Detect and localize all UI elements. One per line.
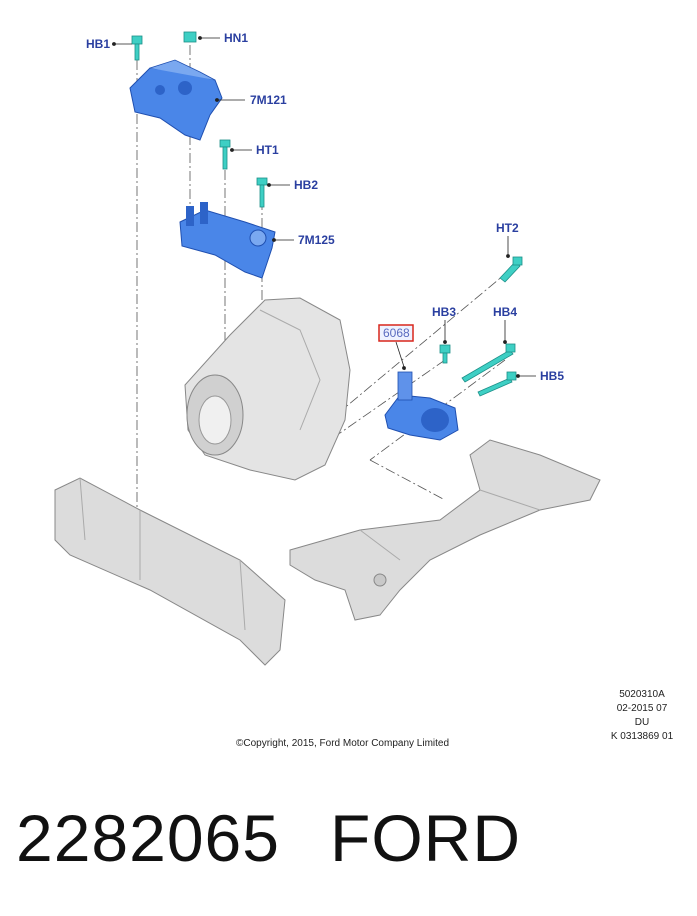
transmission-housing bbox=[184, 297, 351, 481]
diagram-ref: K 0313869 01 bbox=[610, 731, 674, 742]
highlight-box bbox=[378, 324, 414, 342]
callout-hn1: HN1 bbox=[224, 31, 248, 45]
bolt-ht2 bbox=[499, 256, 523, 283]
rear-mount-6068 bbox=[384, 371, 459, 441]
callout-ht1: HT1 bbox=[256, 143, 279, 157]
callout-hb5: HB5 bbox=[540, 369, 564, 383]
bolt-hb4 bbox=[461, 343, 516, 383]
callout-hb4: HB4 bbox=[493, 305, 517, 319]
nut-hn1 bbox=[183, 31, 197, 43]
exploded-parts-diagram: HB1 HN1 7M121 HT1 HB2 7M125 HT2 HB3 HB4 … bbox=[54, 31, 601, 666]
frame-rail bbox=[54, 477, 286, 666]
diagram-lang: DU bbox=[634, 717, 650, 728]
brand-name: FORD bbox=[330, 801, 521, 875]
bolt-ht1 bbox=[219, 139, 231, 170]
callout-6068: 6068 bbox=[383, 326, 410, 340]
callout-hb1: HB1 bbox=[86, 37, 110, 51]
callout-7m121: 7M121 bbox=[250, 93, 287, 107]
part-number: 2282065 bbox=[16, 801, 280, 875]
diagram-date: 02-2015 07 bbox=[616, 703, 668, 714]
bolt-hb3 bbox=[439, 344, 451, 364]
callout-hb2: HB2 bbox=[294, 178, 318, 192]
fasteners bbox=[131, 31, 523, 397]
diagram-code: 5020310A bbox=[619, 689, 665, 700]
callout-hb3: HB3 bbox=[432, 305, 456, 319]
bolt-hb1 bbox=[131, 35, 143, 61]
engine-mount-7m125 bbox=[179, 202, 276, 279]
bolt-hb2 bbox=[256, 177, 268, 208]
leader-lines bbox=[112, 36, 536, 378]
callout-7m125: 7M125 bbox=[298, 233, 335, 247]
copyright-notice: ©Copyright, 2015, Ford Motor Company Lim… bbox=[236, 738, 450, 749]
engine-mount-7m121 bbox=[129, 59, 223, 141]
subframe bbox=[289, 439, 601, 621]
callout-ht2: HT2 bbox=[496, 221, 519, 235]
